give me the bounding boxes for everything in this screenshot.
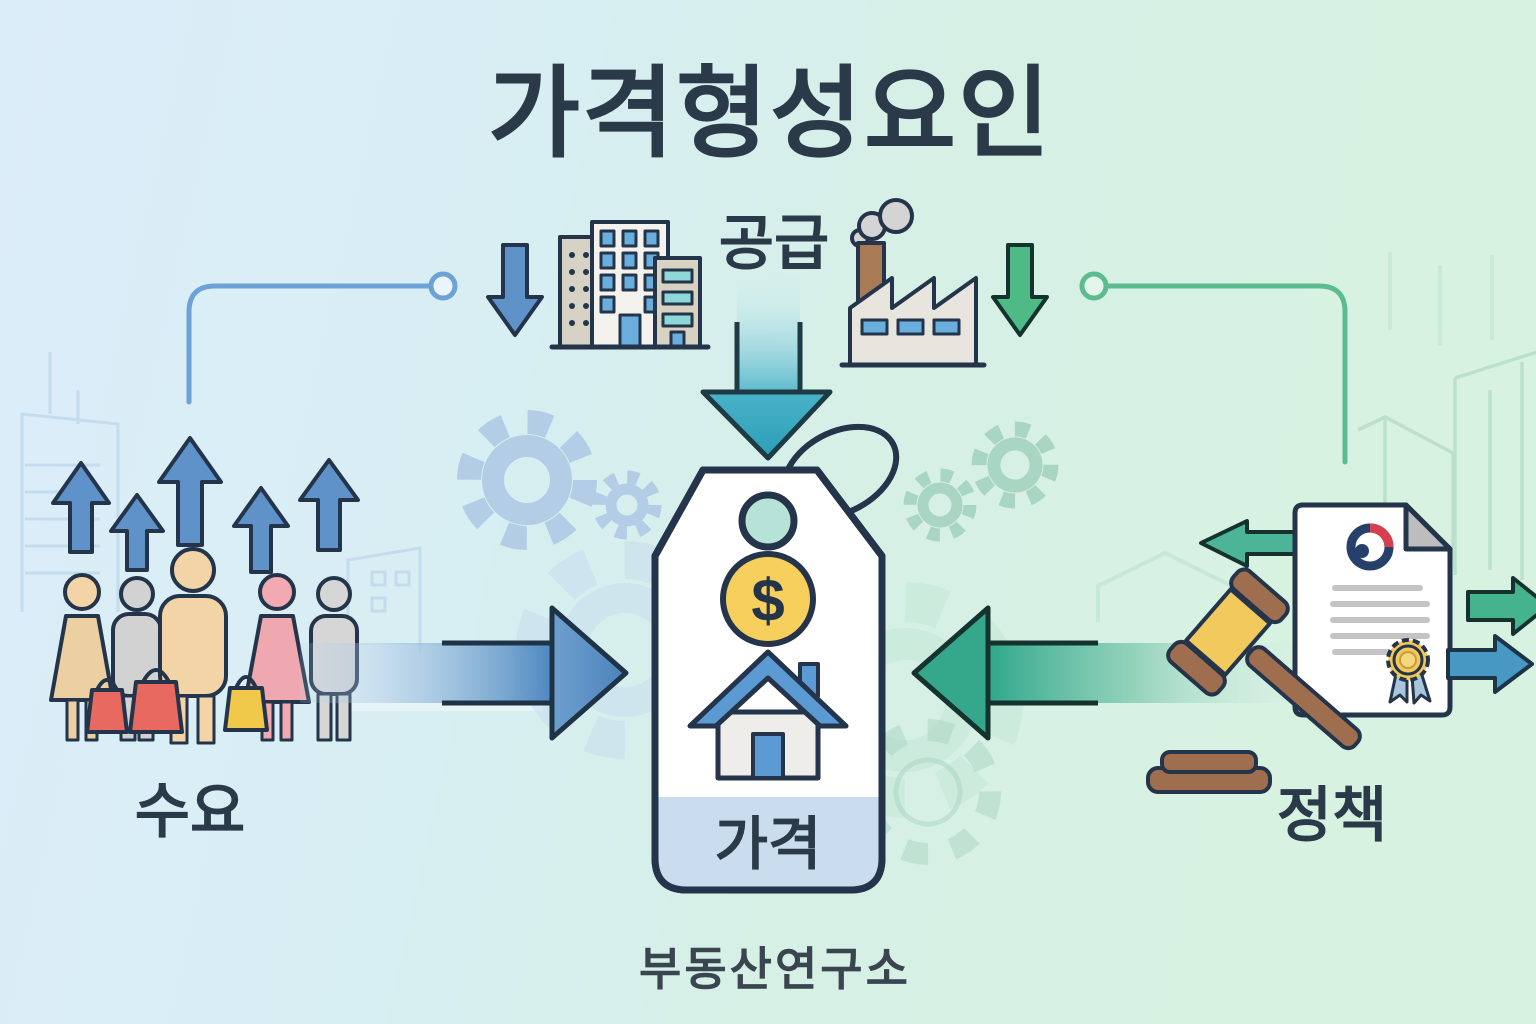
policy-right-arrow-green-icon: [1466, 576, 1536, 636]
price-tag-group: $ 가격: [651, 423, 900, 894]
coin-symbol: $: [751, 567, 784, 634]
shopping-bag-coral-icon: [128, 668, 184, 734]
demand-group: 수요: [49, 436, 629, 845]
tag-band: [658, 797, 879, 887]
supply-down-arrow-green-icon: [991, 243, 1049, 337]
gold-seal-icon: [1386, 638, 1432, 705]
demand-up-arrows-icon: [51, 436, 360, 574]
connector-demand-supply: [186, 271, 458, 405]
policy-group: 정책: [1146, 502, 1536, 849]
shopping-bag-red-icon: [85, 678, 129, 734]
government-document-icon: [1292, 502, 1453, 718]
supply-group: 공급: [486, 198, 1049, 461]
policy-label: 정책: [1277, 782, 1387, 849]
house-icon: [687, 649, 849, 781]
page-title: 가격형성요인: [488, 58, 1052, 170]
demand-to-price-arrow-icon: [300, 605, 629, 741]
connector-supply-policy: [1079, 271, 1348, 465]
footer-credit: 부동산연구소: [639, 943, 911, 995]
shopping-bag-yellow-icon: [223, 675, 269, 732]
gavel-icon: [1146, 567, 1362, 794]
demand-label: 수요: [135, 778, 245, 845]
policy-right-arrow-blue-icon: [1446, 634, 1534, 694]
document-text-lines: [1330, 585, 1430, 655]
factory-icon: [839, 198, 987, 368]
supply-down-arrow-blue-icon: [486, 243, 544, 337]
supply-label: 공급: [719, 210, 829, 277]
gears-mint-icon: [903, 421, 1059, 542]
office-buildings-icon: [549, 220, 711, 350]
korea-gov-emblem-icon: [1346, 523, 1394, 571]
price-label: 가격: [715, 812, 822, 877]
dollar-coin-icon: [720, 551, 816, 647]
supply-to-price-arrow-icon: [700, 278, 833, 461]
tag-hole-icon: [738, 491, 798, 551]
gears-blue-icon: [457, 410, 662, 550]
